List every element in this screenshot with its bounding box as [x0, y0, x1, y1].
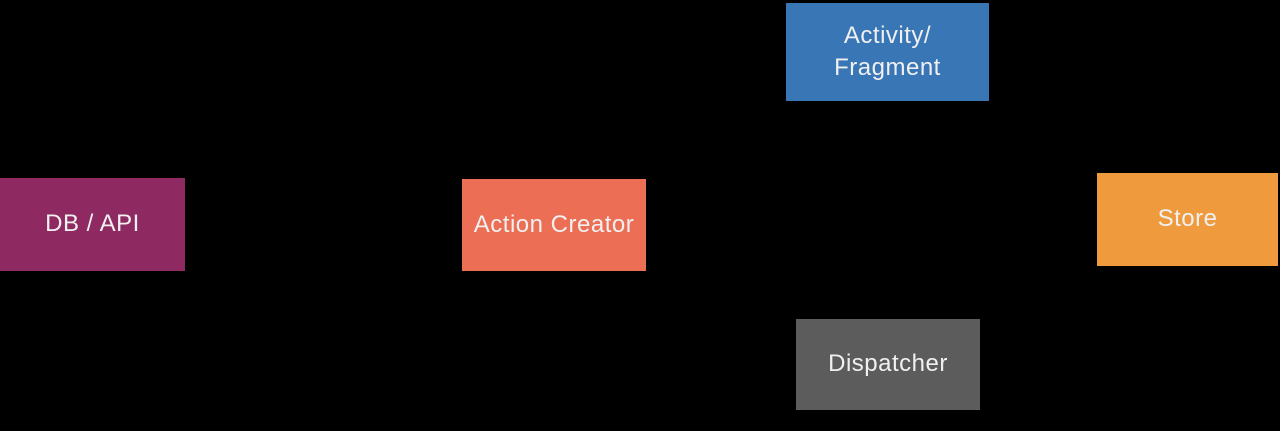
node-action-creator-label: Action Creator	[473, 210, 635, 238]
node-action-creator: Action Creator	[462, 179, 646, 271]
node-activity-fragment: Activity/ Fragment	[786, 3, 989, 101]
node-store-label: Store	[1157, 205, 1218, 233]
node-dispatcher: Dispatcher	[796, 319, 980, 410]
node-activity-fragment-label: Activity/ Fragment	[834, 21, 941, 81]
node-db-api: DB / API	[0, 178, 185, 271]
node-dispatcher-label: Dispatcher	[828, 350, 948, 378]
node-store: Store	[1097, 173, 1278, 266]
node-db-api-label: DB / API	[45, 210, 140, 238]
